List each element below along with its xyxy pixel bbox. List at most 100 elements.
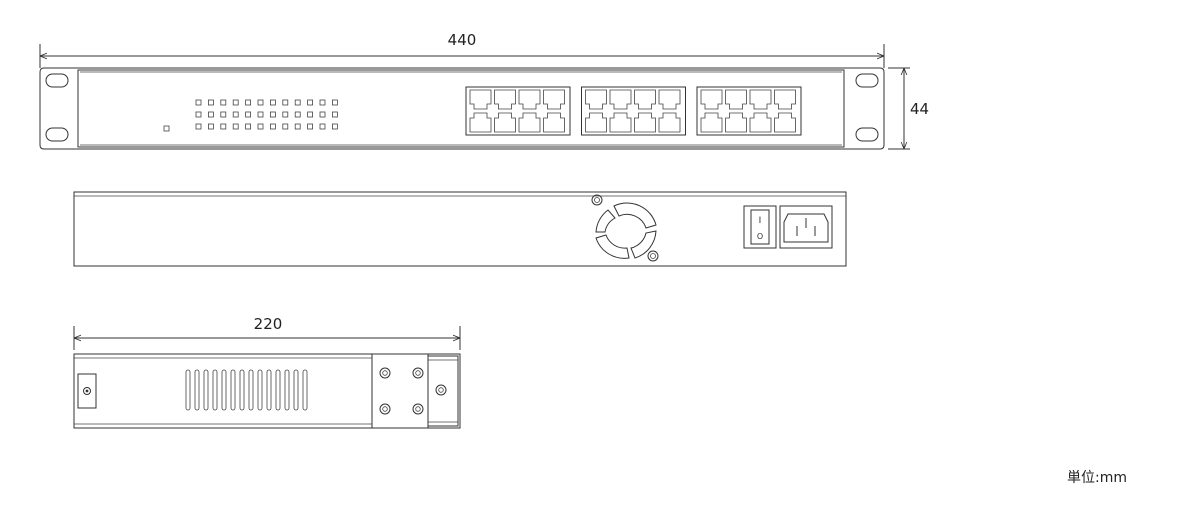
rj45-port-icon (609, 89, 632, 110)
vent-slot (212, 369, 218, 411)
rj45-port-icon (494, 89, 516, 110)
rj45-port-icon (774, 112, 796, 133)
port-group (581, 86, 686, 136)
unit-label: 単位:mm (1067, 470, 1127, 486)
status-led (207, 123, 214, 130)
vent-slot (257, 369, 263, 411)
fan-icon (591, 194, 659, 262)
screw-icon (83, 387, 91, 395)
rack-ear-flange (427, 355, 459, 427)
rj45-port-icon (700, 89, 723, 110)
status-led (282, 111, 289, 118)
ear-slot-icon (45, 73, 69, 88)
ac-power-inlet-icon (779, 205, 833, 249)
port-group (465, 86, 571, 136)
rear-view: I O (73, 191, 847, 267)
status-led (257, 111, 264, 118)
rj45-port-icon (518, 112, 541, 133)
status-led (331, 99, 338, 106)
status-led (220, 123, 227, 130)
vent-slot (302, 369, 308, 411)
vent-slot (185, 369, 191, 411)
status-led (319, 123, 326, 130)
rj45-port-icon (469, 89, 492, 110)
vent-slot (266, 369, 272, 411)
status-led (195, 99, 202, 106)
vent-slot (203, 369, 209, 411)
ear-slot-icon (855, 127, 879, 142)
side-bracket (77, 373, 97, 409)
depth-dimension: 220 (73, 315, 461, 350)
rj45-port-icon (494, 112, 516, 133)
screw-icon (379, 403, 391, 415)
status-led (331, 123, 338, 130)
status-led (307, 123, 314, 130)
front-panel (77, 69, 845, 148)
rj45-port-icon (700, 112, 723, 133)
rj45-port-icon (609, 112, 632, 133)
status-led (294, 111, 301, 118)
status-led (307, 111, 314, 118)
status-led (269, 123, 276, 130)
switch-off-symbol: O (757, 232, 763, 241)
led-matrix (195, 99, 338, 130)
status-led (282, 123, 289, 130)
rack-ear-plate (371, 353, 429, 429)
rj45-port-icon (634, 112, 656, 133)
depth-label: 220 (254, 315, 283, 333)
rj45-port-icon (543, 89, 565, 110)
vent-slot (239, 369, 245, 411)
rj45-port-icon (634, 89, 656, 110)
ear-slot-icon (855, 73, 879, 88)
switch-on-symbol: I (759, 216, 762, 226)
status-led (257, 99, 264, 106)
rj45-port-icon (658, 89, 681, 110)
rj45-port-icon (725, 89, 747, 110)
status-led (195, 123, 202, 130)
power-led (163, 125, 170, 132)
power-switch-icon: I O (743, 205, 777, 249)
status-led (232, 99, 239, 106)
rj45-port-icon (518, 89, 541, 110)
width-dimension: 440 (39, 31, 885, 68)
rj45-port-icon (469, 112, 492, 133)
rj45-port-icon (543, 112, 565, 133)
port-group (696, 86, 802, 136)
rear-panel (73, 191, 847, 267)
vent-slot (221, 369, 227, 411)
status-led (245, 111, 252, 118)
vent-slot (248, 369, 254, 411)
width-label: 440 (448, 31, 477, 49)
rj45-port-icon (749, 112, 772, 133)
status-led (269, 99, 276, 106)
side-view: 220 (73, 315, 461, 429)
front-chassis-outline (39, 67, 885, 150)
status-led (319, 111, 326, 118)
status-led (245, 123, 252, 130)
status-led (232, 123, 239, 130)
side-chassis (73, 353, 461, 429)
front-view: 440 44 (39, 31, 929, 150)
status-led (207, 111, 214, 118)
status-led (207, 99, 214, 106)
vent-slot (194, 369, 200, 411)
rj45-port-icon (585, 112, 607, 133)
screw-icon (435, 384, 447, 396)
vent-slots-icon (185, 369, 308, 411)
screw-icon (379, 367, 391, 379)
screw-icon (412, 367, 424, 379)
height-dimension: 44 (888, 67, 929, 150)
status-led (232, 111, 239, 118)
rj45-port-groups (465, 86, 802, 136)
status-led (220, 111, 227, 118)
vent-slot (293, 369, 299, 411)
status-led (331, 111, 338, 118)
status-led (319, 99, 326, 106)
vent-slot (284, 369, 290, 411)
status-led (195, 111, 202, 118)
status-led (220, 99, 227, 106)
ear-slot-icon (45, 127, 69, 142)
status-led (245, 99, 252, 106)
rj45-port-icon (725, 112, 747, 133)
